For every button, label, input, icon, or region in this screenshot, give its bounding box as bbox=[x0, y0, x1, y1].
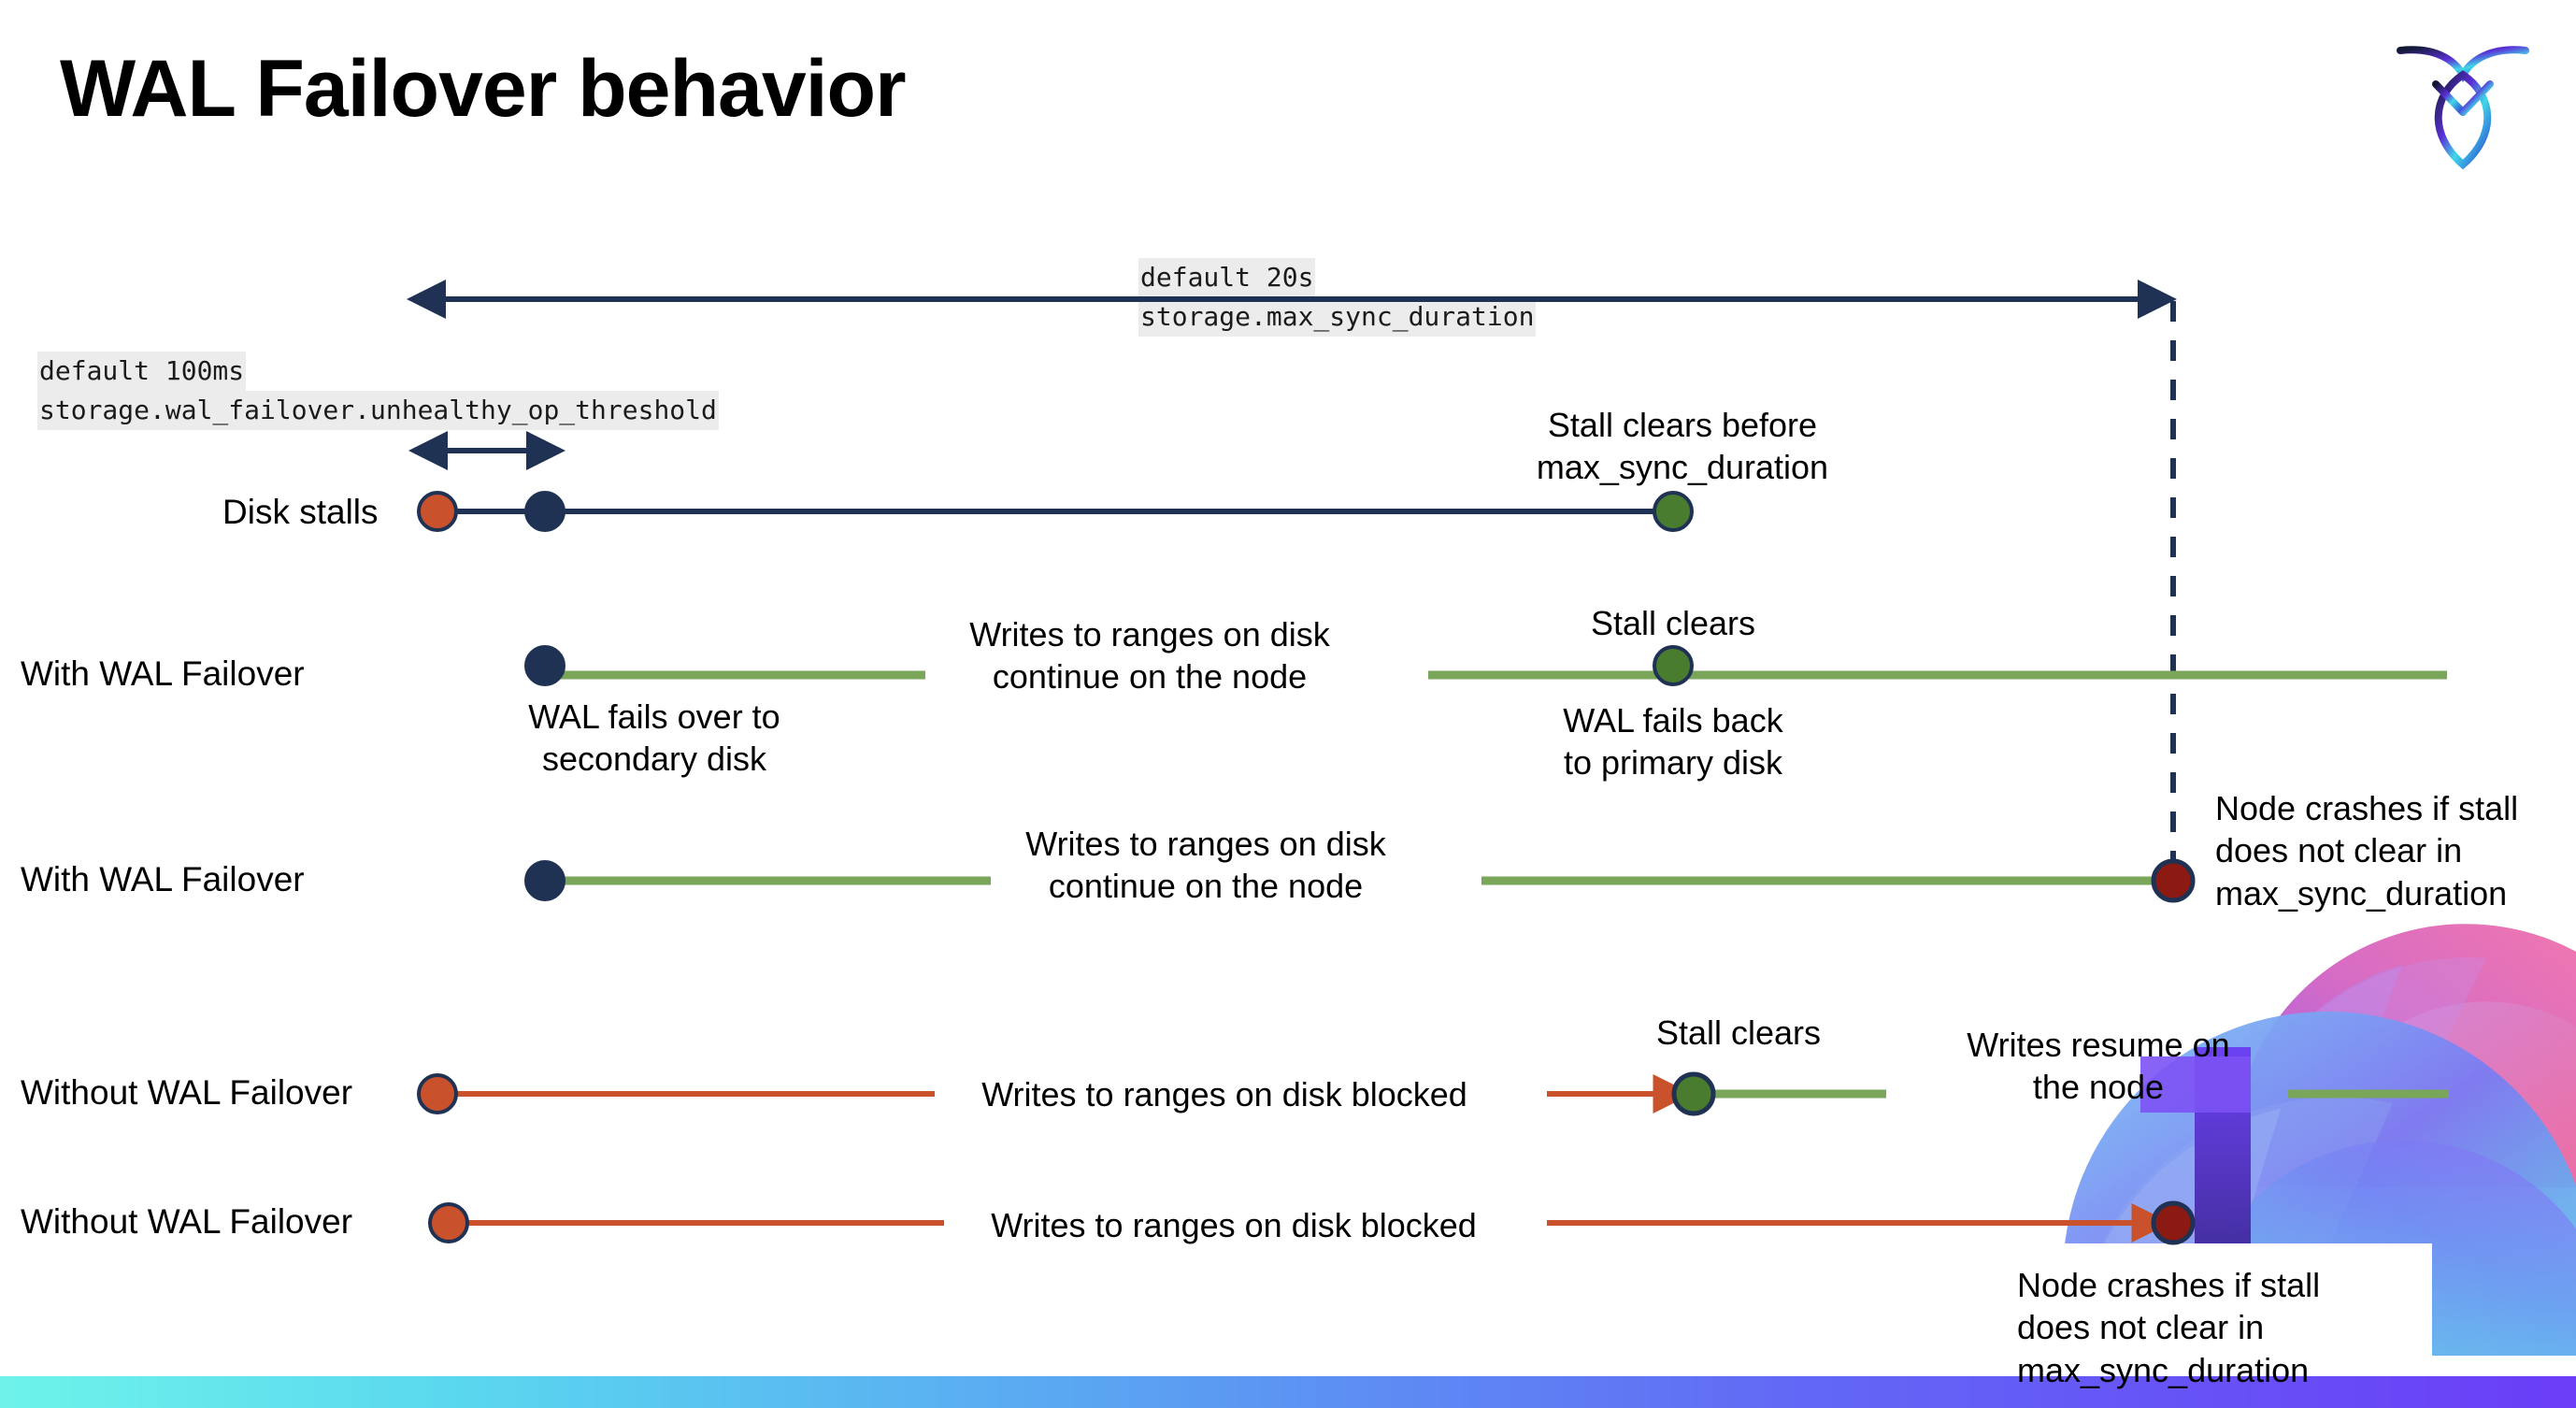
page-title: WAL Failover behavior bbox=[60, 44, 907, 134]
note-node-crashes-1: Node crashes if stall does not clear in … bbox=[2215, 789, 2519, 912]
row-label-with-wal-failover-1: With WAL Failover bbox=[21, 654, 305, 693]
timeline-row-with-wal-failover-2 bbox=[524, 858, 2196, 903]
unhealthy-op-threshold-annotation: default 100ms storage.wal_failover.unhea… bbox=[37, 352, 719, 430]
bottom-gradient-bar bbox=[0, 1376, 2576, 1408]
marker-stall-clears bbox=[1653, 645, 1694, 686]
timeline-row-with-wal-failover-1 bbox=[524, 645, 2447, 686]
note-writes-continue-1: Writes to ranges on disk continue on the… bbox=[969, 615, 1330, 697]
unhealthy-setting-label: storage.wal_failover.unhealthy_op_thresh… bbox=[37, 390, 719, 430]
note-writes-resume: Writes resume on the node bbox=[1967, 1026, 2230, 1107]
marker-node-crash bbox=[2151, 1200, 2196, 1245]
note-writes-blocked-2: Writes to ranges on disk blocked bbox=[991, 1206, 1477, 1244]
note-node-crashes-2: Node crashes if stall does not clear in … bbox=[2017, 1266, 2321, 1389]
marker-stall-clears bbox=[1671, 1071, 1716, 1116]
note-stall-clears-row4: Stall clears bbox=[1655, 1013, 1822, 1052]
unhealthy-default-label: default 100ms bbox=[37, 352, 247, 391]
row-label-without-wal-failover-1: Without WAL Failover bbox=[21, 1073, 353, 1112]
note-wal-fails-back: WAL fails back to primary disk bbox=[1563, 701, 1783, 783]
marker-stall-start bbox=[428, 1202, 469, 1243]
note-stall-clears-before-max-sync: Stall clears before max_sync_duration bbox=[1536, 406, 1829, 487]
marker-stall-start bbox=[417, 1073, 458, 1114]
note-writes-continue-2: Writes to ranges on disk continue on the… bbox=[1025, 825, 1386, 906]
note-writes-blocked-1: Writes to ranges on disk blocked bbox=[981, 1075, 1467, 1113]
marker-stall-clears bbox=[1653, 491, 1694, 532]
timeline-row-without-wal-failover-1 bbox=[417, 1071, 2449, 1116]
marker-failover-point bbox=[524, 645, 565, 686]
cockroachdb-logo-icon bbox=[2383, 22, 2542, 172]
marker-node-crash bbox=[2151, 858, 2196, 903]
marker-stall-start bbox=[417, 491, 458, 532]
note-wal-fails-over: WAL fails over to secondary disk bbox=[528, 697, 780, 779]
timeline-row-disk-stalls bbox=[417, 491, 1694, 532]
row-label-without-wal-failover-2: Without WAL Failover bbox=[21, 1202, 353, 1241]
row-label-with-wal-failover-2: With WAL Failover bbox=[21, 860, 305, 898]
note-stall-clears-row2: Stall clears bbox=[1590, 604, 1756, 642]
row-label-disk-stalls: Disk stalls bbox=[222, 493, 379, 531]
marker-failover-point bbox=[524, 491, 565, 532]
marker-failover-point bbox=[524, 860, 565, 901]
timeline-row-without-wal-failover-2 bbox=[428, 1200, 2196, 1245]
